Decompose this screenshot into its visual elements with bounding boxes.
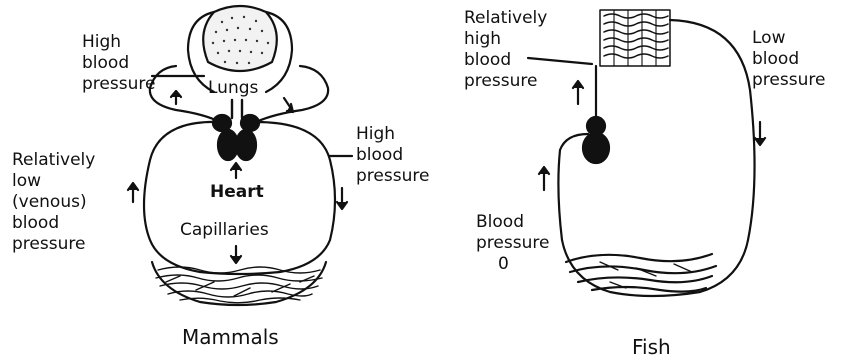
mammal-venous-bp-label: Relatively low (venous) blood pressure [12,150,95,255]
fish-gill-block [600,10,670,66]
mammal-capillary-bed [156,267,322,303]
label-line: blood [752,49,825,70]
label-line: high [464,29,547,50]
label-line: Relatively [12,150,95,171]
lungs-label: Lungs [208,78,258,99]
label-line: low [12,171,95,192]
fish-low-bp-label: Low blood pressure [752,28,825,91]
fish-heart [583,117,609,163]
label-line: pressure [476,233,549,254]
label-line: pressure [356,166,429,187]
label-line: pressure [82,74,155,95]
mammal-high-bp-left-label: High blood pressure [82,32,155,95]
fish-zero-bp-label: Blood pressure 0 [476,212,549,275]
label-line: Low [752,28,825,49]
capillaries-label: Capillaries [180,220,269,241]
label-line: 0 [476,254,549,275]
label-line: pressure [464,71,547,92]
label-line: (venous) [12,192,95,213]
mammal-heart [213,100,259,160]
mammals-caption: Mammals [182,325,279,349]
label-line: Blood [476,212,549,233]
label-line: blood [464,50,547,71]
label-line: blood [12,213,95,234]
fish-caption: Fish [632,335,671,358]
heart-label: Heart [210,182,264,203]
label-line: blood [356,145,429,166]
label-line: High [82,32,155,53]
label-line: pressure [752,70,825,91]
label-line: pressure [12,234,95,255]
fish-high-bp-label: Relatively high blood pressure [464,8,547,92]
label-line: Relatively [464,8,547,29]
label-line: High [356,124,429,145]
mammal-high-bp-right-label: High blood pressure [356,124,429,187]
label-line: blood [82,53,155,74]
